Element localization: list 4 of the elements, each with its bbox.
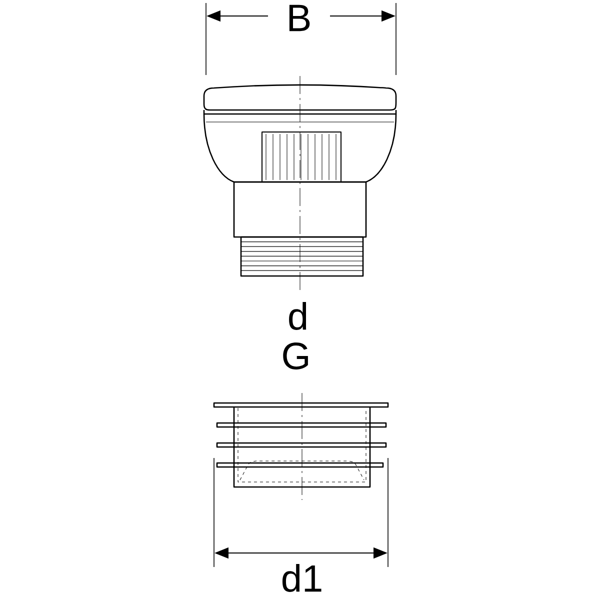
- dimension-label: B: [289, 4, 310, 32]
- dimension-label: d: [289, 302, 306, 330]
- dimension-label: d1: [282, 564, 322, 592]
- dimension-label: G: [283, 342, 308, 370]
